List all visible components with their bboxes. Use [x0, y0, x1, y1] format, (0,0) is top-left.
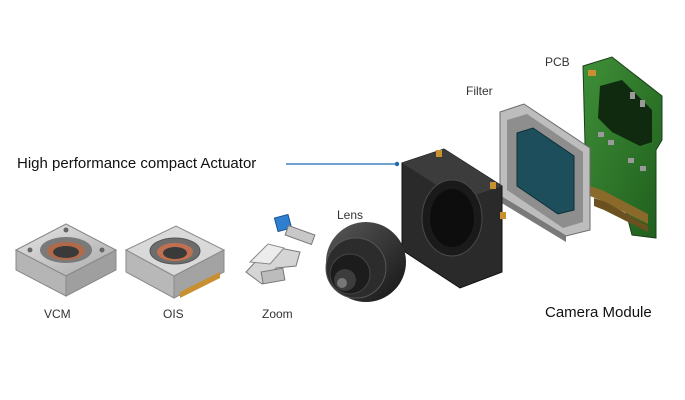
actuator-label: High performance compact Actuator	[17, 155, 257, 172]
filter-part	[499, 103, 591, 242]
pcb-board	[582, 56, 663, 239]
lens-label: Lens	[337, 208, 364, 222]
camera-module-label: Camera Module	[545, 304, 652, 321]
zoom-part	[245, 213, 316, 285]
vcm-part	[14, 223, 118, 297]
vcm-label: VCM	[44, 307, 71, 321]
lens-part	[325, 222, 406, 302]
pcb-label: PCB	[545, 55, 570, 69]
ois-label: OIS	[163, 307, 184, 321]
filter-label: Filter	[466, 84, 493, 98]
actuator-callout-line	[286, 161, 400, 167]
zoom-label: Zoom	[262, 307, 293, 321]
ois-part	[124, 225, 226, 299]
actuator-housing	[401, 148, 506, 289]
